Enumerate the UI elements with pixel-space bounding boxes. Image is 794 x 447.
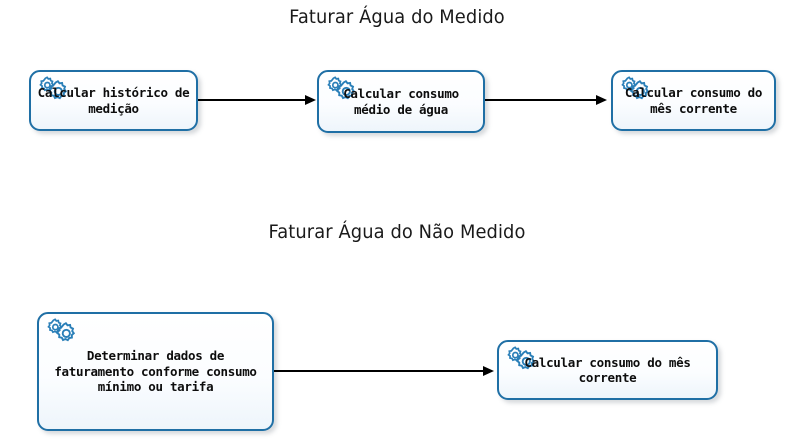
connector-arrow xyxy=(274,365,502,377)
node-determinar-dados-faturamento[interactable]: Determinar dados de faturamento conforme… xyxy=(37,312,274,431)
node-label: Calcular consumo médio de água xyxy=(343,86,459,117)
connector-arrow xyxy=(485,94,610,106)
connector-arrow xyxy=(198,94,318,106)
node-calcular-consumo-medio-agua[interactable]: Calcular consumo médio de água xyxy=(317,70,485,133)
node-calcular-historico-medicao[interactable]: Calcular histórico de medição xyxy=(29,70,198,131)
node-calcular-consumo-mes-corrente-nao-medido[interactable]: Calcular consumo do mês corrente xyxy=(497,340,718,400)
node-calcular-consumo-mes-corrente-medido[interactable]: Calcular consumo do mês corrente xyxy=(611,70,776,131)
node-label: Calcular consumo do mês corrente xyxy=(624,85,763,116)
section-title-nao-medido: Faturar Água do Não Medido xyxy=(268,221,526,243)
section-title-medido: Faturar Água do Medido xyxy=(289,6,505,28)
node-label: Calcular consumo do mês corrente xyxy=(524,354,691,386)
node-label: Calcular histórico de medição xyxy=(37,85,190,116)
node-label: Determinar dados de faturamento conforme… xyxy=(54,348,257,395)
gears-icon xyxy=(47,318,76,342)
